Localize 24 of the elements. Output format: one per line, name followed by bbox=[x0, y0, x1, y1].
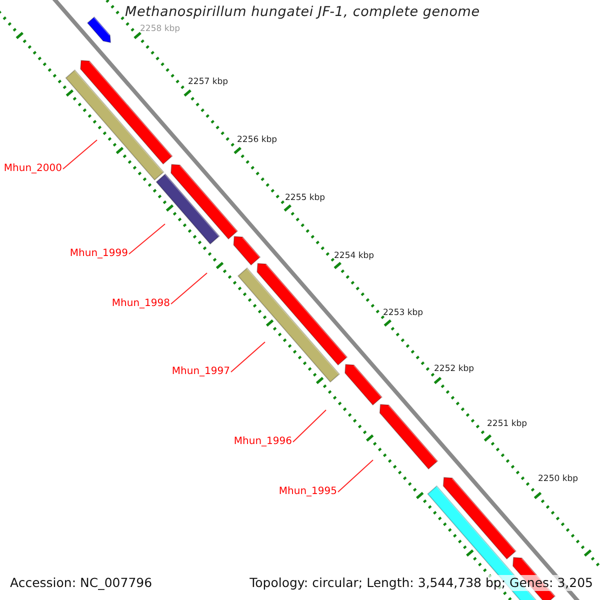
scale-label: 2254 kbp bbox=[334, 252, 374, 262]
gene-label: Mhun_1999 bbox=[70, 248, 128, 259]
scale-label: 2256 kbp bbox=[237, 136, 278, 146]
scale-label: 2257 kbp bbox=[188, 78, 228, 88]
leader-line bbox=[338, 460, 374, 492]
scale-label: 2258 kbp bbox=[140, 25, 180, 34]
scale-label: 2255 kbp bbox=[285, 194, 326, 204]
scale-label: 2252 kbp bbox=[434, 365, 474, 374]
scale-label: 2250 kbp bbox=[538, 475, 578, 484]
accession-text: Accession: NC_007796 bbox=[8, 575, 154, 591]
scale-label: 2253 kbp bbox=[383, 309, 424, 318]
gene-label: Mhun_1996 bbox=[234, 436, 292, 447]
gene-label: Mhun_2000 bbox=[4, 163, 62, 174]
gene-label: Mhun_1995 bbox=[278, 486, 337, 497]
gene-label: Mhun_1998 bbox=[112, 298, 170, 309]
gene-label: Mhun_1997 bbox=[172, 366, 230, 377]
leader-line bbox=[128, 224, 166, 254]
leader-line bbox=[230, 342, 266, 372]
scale-label: 2251 kbp bbox=[487, 420, 528, 430]
title: Methanospirillum hungatei JF-1, complete genome bbox=[125, 5, 480, 20]
leader-line bbox=[170, 272, 208, 304]
leader-line bbox=[292, 410, 326, 442]
genome-info-text: Topology: circular; Length: 3,544,738 bp; Genes: 3,205 bbox=[248, 575, 595, 591]
leader-line bbox=[62, 140, 98, 170]
